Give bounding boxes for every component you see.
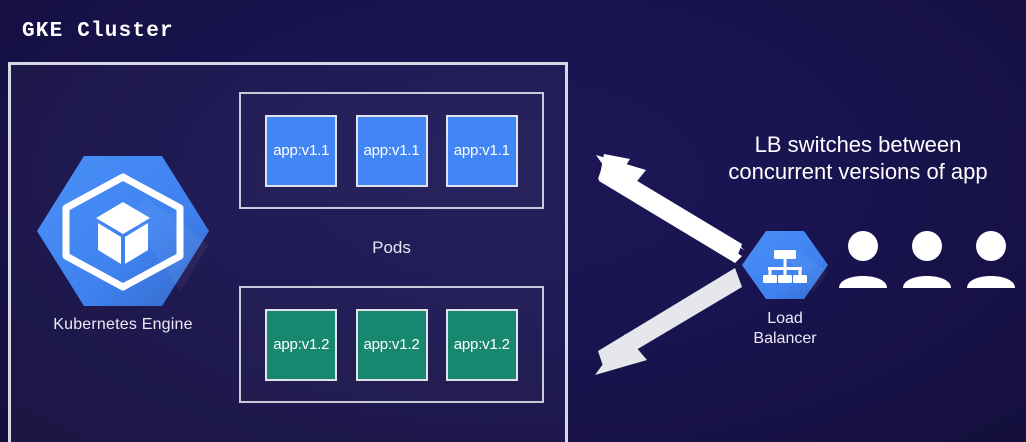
pod-box: app:v1.1 — [265, 114, 338, 187]
pods-label: Pods — [372, 238, 411, 257]
users-group — [838, 230, 1016, 292]
kubernetes-engine-hexagon-icon — [37, 156, 209, 306]
kubernetes-engine-node: Kubernetes Engine — [30, 150, 216, 340]
pod-box: app:v1.2 — [265, 308, 338, 381]
kubernetes-engine-hex-wrap — [30, 150, 216, 312]
user-person-icon — [903, 231, 951, 288]
load-balancer-label-line-1: Load — [767, 310, 803, 327]
user-person-icon — [967, 231, 1015, 288]
pod-group-v11: app:v1.1 app:v1.1 app:v1.1 — [239, 92, 544, 209]
pod-box: app:v1.2 — [445, 308, 518, 381]
pod-row-v12: app:v1.2 app:v1.2 app:v1.2 — [241, 288, 542, 401]
load-balancer-label: Load Balancer — [731, 309, 839, 349]
load-balancer-node: Load Balancer — [731, 228, 839, 349]
load-balancer-hexagon-icon — [742, 231, 828, 299]
load-balancer-label-line-2: Balancer — [753, 330, 817, 347]
kubernetes-engine-label: Kubernetes Engine — [53, 316, 193, 333]
pod-box: app:v1.1 — [445, 114, 518, 187]
pod-box: app:v1.2 — [355, 308, 428, 381]
pod-box: app:v1.1 — [355, 114, 428, 187]
pod-group-v12: app:v1.2 app:v1.2 app:v1.2 — [239, 286, 544, 403]
gke-cluster-boundary — [8, 62, 568, 442]
pod-row-v11: app:v1.1 app:v1.1 app:v1.1 — [241, 94, 542, 207]
annotation-text: LB switches between concurrent versions … — [693, 131, 1023, 185]
arrow-to-v12-pods — [595, 268, 742, 375]
user-person-icon — [839, 231, 887, 288]
annotation-line-2: concurrent versions of app — [728, 159, 988, 184]
annotation-line-1: LB switches between — [754, 132, 962, 157]
page-title: GKE Cluster — [22, 20, 174, 43]
